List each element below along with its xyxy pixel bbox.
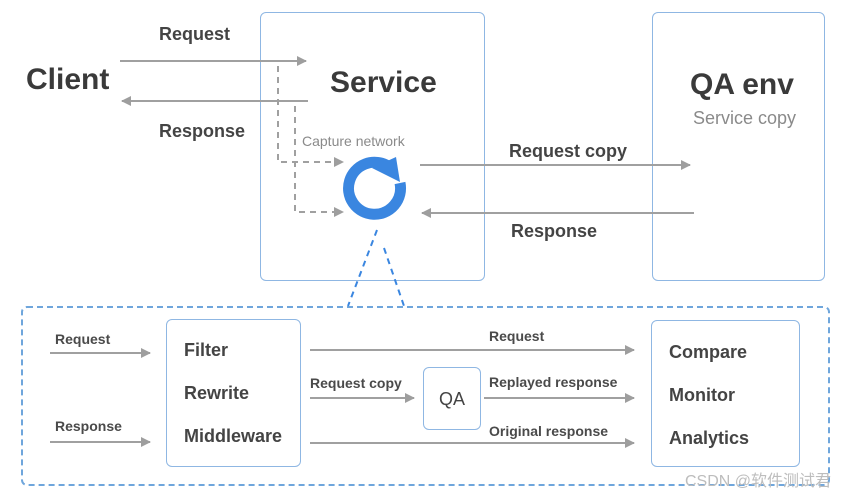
refresh-arrow-icon [343, 156, 407, 220]
qa-label: QA [439, 389, 466, 409]
response-label: Response [159, 121, 246, 141]
service-copy-label: Service copy [693, 108, 797, 128]
bottom-original-response-label: Original response [489, 423, 609, 439]
outputs-box [651, 320, 800, 467]
qa-env-box [652, 12, 825, 281]
bottom-request-out-label: Request [489, 328, 545, 344]
client-label: Client [26, 63, 110, 96]
proc-rewrite: Rewrite [184, 383, 250, 403]
output-compare: Compare [669, 342, 748, 362]
request-label: Request [159, 24, 231, 44]
watermark: CSDN @软件测试君 [684, 473, 831, 490]
bottom-request-in-label: Request [55, 331, 111, 347]
service-box [260, 12, 485, 281]
request-copy-label: Request copy [509, 141, 628, 161]
pipeline-container [21, 306, 830, 486]
qa-box [423, 367, 481, 430]
callout-right [383, 247, 405, 307]
proc-middleware: Middleware [184, 426, 283, 446]
service-label: Service [330, 66, 437, 99]
capture-dash-2 [294, 106, 344, 217]
output-analytics: Analytics [669, 428, 750, 448]
bottom-request-copy-label: Request copy [310, 375, 402, 391]
capture-network-label: Capture network [302, 133, 405, 149]
callout-left [347, 229, 378, 307]
processor-box [166, 319, 301, 467]
response-right-label: Response [511, 221, 598, 241]
output-monitor: Monitor [669, 385, 735, 405]
bottom-replayed-response-label: Replayed response [489, 374, 618, 390]
qa-env-label: QA env [690, 68, 794, 101]
proc-filter: Filter [184, 340, 229, 360]
bottom-response-in-label: Response [55, 418, 122, 434]
